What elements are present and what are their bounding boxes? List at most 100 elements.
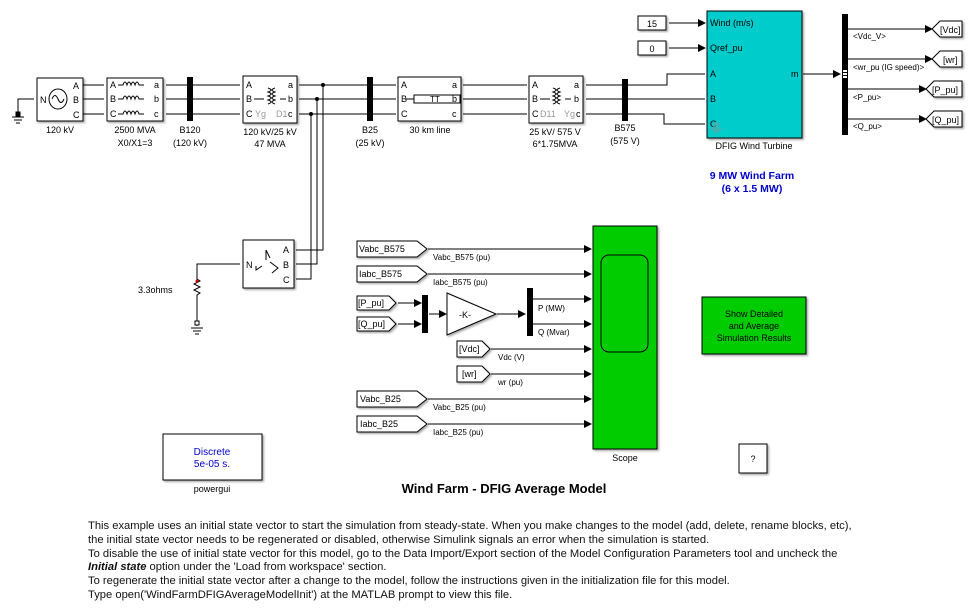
port-label: A	[73, 81, 79, 91]
wire-gt-c	[296, 114, 312, 280]
scope-screen-icon	[600, 254, 649, 353]
goto-p-pu[interactable]: [P_pu]	[925, 80, 963, 98]
bus-b575[interactable]: B575 (575 V)	[610, 79, 640, 146]
port-label: a	[452, 80, 457, 90]
resistor-label: 3.3ohms	[138, 285, 173, 295]
line-30km-block[interactable]: TT A B C a b c 30 km line	[397, 76, 462, 135]
junction-dot	[309, 112, 313, 116]
port-label: A	[710, 69, 716, 79]
from-q-pu[interactable]: [Q_pu]	[356, 316, 397, 332]
powergui-mode: Discrete	[194, 447, 231, 458]
signal-label: <Vdc_V>	[853, 32, 886, 41]
from-vabc-b25[interactable]: Vabc_B25	[356, 390, 428, 408]
port-label: B	[532, 94, 538, 104]
grounding-transformer-block[interactable]: N A B C	[242, 239, 295, 289]
goto-label: [P_pu]	[932, 85, 958, 95]
scope-block[interactable]: Scope	[592, 225, 658, 463]
wire-source-ground	[17, 98, 34, 115]
description-line: Initial state option under the 'Load fro…	[88, 561, 968, 575]
port-label: B	[283, 260, 289, 270]
port-label: N	[40, 95, 47, 105]
dfig-wind-turbine-block[interactable]: Wind (m/s) Qref_pu A B C m DFIG Wind Tur…	[706, 10, 803, 151]
port-label: a	[154, 80, 159, 90]
port-label: A	[246, 80, 252, 90]
description-line: the initial state vector needs to be reg…	[88, 533, 710, 546]
signal-label: wr (pu)	[497, 378, 523, 387]
from-label: Iabc_B575	[359, 269, 402, 279]
three-phase-source-block[interactable]: N A B C 120 kV	[36, 77, 84, 135]
transformer-120-25-block[interactable]: A B C a b c Yg D1 120 kV/25 kV 47 MVA	[242, 75, 298, 149]
signal-label: Iabc_B575 (pu)	[433, 278, 488, 287]
port-label: b	[574, 94, 579, 104]
bus-selector-block[interactable]: <Vdc_V> <wr_pu (IG speed)> <P_pu> <Q_pu>	[842, 14, 924, 135]
mux-block[interactable]	[422, 295, 428, 333]
transformer-label: 120 kV/25 kV	[243, 127, 297, 137]
from-iabc-b25[interactable]: Iabc_B25	[356, 415, 428, 433]
demux-block[interactable]	[527, 288, 533, 336]
turbine-label: DFIG Wind Turbine	[715, 141, 792, 151]
impedance-ratio-label: X0/X1=3	[118, 138, 153, 148]
junction-dots	[309, 83, 325, 116]
bus-label: B120	[179, 125, 200, 135]
port-label: c	[288, 109, 293, 119]
from-vabc-b575[interactable]: Vabc_B575	[356, 240, 428, 258]
from-label: Iabc_B25	[360, 419, 398, 429]
goto-label: [Q_pu]	[932, 115, 959, 125]
powergui-block[interactable]: Discrete 5e-05 s. powergui	[162, 433, 263, 494]
help-icon: ?	[750, 454, 755, 464]
winding-label: D1	[276, 109, 288, 119]
from-vdc[interactable]: [Vdc]	[456, 340, 491, 358]
qref-constant[interactable]: 0	[637, 40, 667, 56]
wire-gt-a	[296, 85, 324, 251]
signal-label: <wr_pu (IG speed)>	[853, 63, 924, 72]
port-label: c	[576, 109, 581, 119]
port-label: C	[532, 109, 539, 119]
show-results-button[interactable]: Show Detailed and Average Simulation Res…	[701, 296, 807, 355]
port-label: b	[154, 94, 159, 104]
button-label: and Average	[729, 321, 779, 331]
wind-farm-annotation: 9 MW Wind Farm	[710, 170, 795, 182]
grid-impedance-block[interactable]: A B C a b c 2500 MVA X0/X1=3	[106, 77, 164, 148]
resistor-block[interactable]: 3.3ohms	[138, 276, 202, 300]
wind-value: 15	[647, 19, 657, 29]
ac-source-icon	[48, 88, 68, 110]
winding-label: D11	[540, 109, 556, 119]
from-label: [P_pu]	[358, 298, 384, 308]
wire-a5	[586, 73, 705, 86]
wire-n-res	[196, 263, 240, 276]
port-label: c	[452, 109, 457, 119]
gain-block[interactable]: -K-	[446, 292, 498, 336]
bus-b120[interactable]: B120 (120 kV)	[173, 77, 207, 148]
port-label: C	[283, 275, 290, 285]
port-label: b	[288, 94, 293, 104]
signal-label: Q (Mvar)	[538, 328, 570, 337]
from-wr[interactable]: [wr]	[456, 365, 491, 383]
help-button[interactable]: ?	[738, 443, 768, 474]
port-label: C	[246, 109, 253, 119]
button-label: Show Detailed	[725, 309, 783, 319]
sine-icon	[51, 95, 65, 103]
goto-vdc[interactable]: [Vdc]	[931, 20, 963, 38]
transformer-25-575-block[interactable]: A B C a b c D11 Yg 25 kV/ 575 V 6*1.75MV…	[528, 75, 584, 149]
goto-q-pu[interactable]: [Q_pu]	[925, 110, 963, 128]
bus-b25[interactable]: B25 (25 kV)	[355, 77, 385, 148]
port-label: b	[452, 94, 457, 104]
goto-label: [wr]	[943, 55, 958, 65]
signal-label: P (MW)	[538, 304, 565, 313]
powergui-label: powergui	[194, 484, 231, 494]
goto-wr[interactable]: [wr]	[931, 50, 963, 68]
port-label: a	[574, 80, 579, 90]
signal-label: Vabc_B575 (pu)	[433, 253, 491, 262]
wind-speed-constant[interactable]: 15	[637, 15, 667, 31]
zigzag-icon	[255, 249, 279, 274]
from-p-pu[interactable]: [P_pu]	[356, 295, 397, 311]
from-iabc-b575[interactable]: Iabc_B575	[356, 265, 428, 283]
from-label: Vabc_B575	[359, 244, 405, 254]
description-line: To disable the use of initial state vect…	[88, 547, 838, 560]
description-line: To regenerate the initial state vector a…	[88, 575, 730, 588]
wind-farm-size-annotation: (6 x 1.5 MW)	[722, 183, 783, 195]
signal-label: Vdc (V)	[498, 353, 525, 362]
port-label: c	[154, 109, 159, 119]
port-label: C	[110, 109, 117, 119]
